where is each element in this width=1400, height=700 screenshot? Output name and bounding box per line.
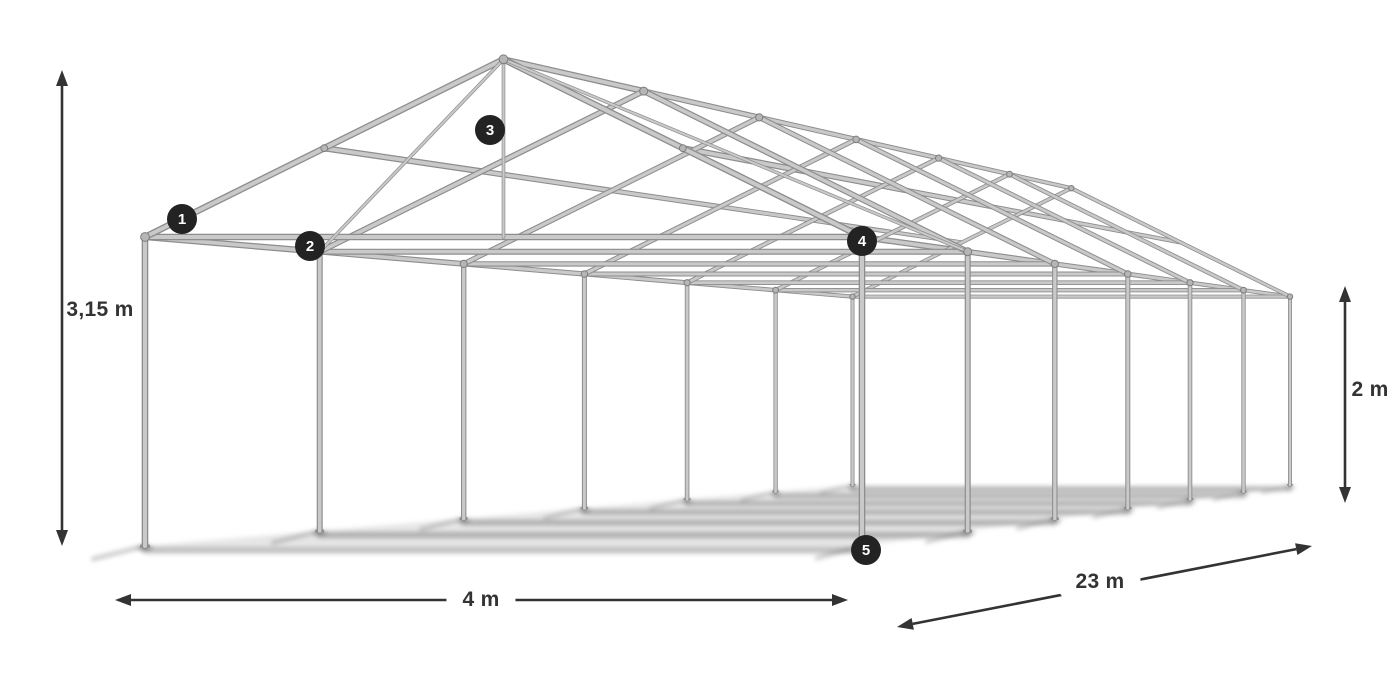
arrow-up-icon bbox=[1339, 286, 1351, 302]
length-label: 23 m bbox=[1059, 565, 1141, 599]
part-badge-3: 3 bbox=[475, 115, 505, 145]
ground-shadow bbox=[91, 484, 1295, 561]
part-badge-2: 2 bbox=[295, 231, 325, 261]
width-label: 4 m bbox=[446, 583, 516, 617]
part-badge-5: 5 bbox=[851, 535, 881, 565]
side-height-label: 2 m bbox=[1351, 378, 1389, 401]
arrow-left-icon bbox=[115, 594, 131, 606]
arrow-down-icon bbox=[1339, 487, 1351, 503]
ridge-height-label: 3,15 m bbox=[66, 298, 134, 321]
arrow-right-icon bbox=[832, 594, 848, 606]
arrow-up-icon bbox=[56, 70, 68, 86]
part-badge-4: 4 bbox=[847, 226, 877, 256]
arrow-left-icon bbox=[897, 618, 914, 630]
part-badge-1: 1 bbox=[167, 204, 197, 234]
side-height-arrow bbox=[1339, 286, 1351, 503]
ridge-height-arrow bbox=[56, 70, 68, 546]
arrow-down-icon bbox=[56, 530, 68, 546]
arrow-right-icon bbox=[1295, 543, 1312, 555]
